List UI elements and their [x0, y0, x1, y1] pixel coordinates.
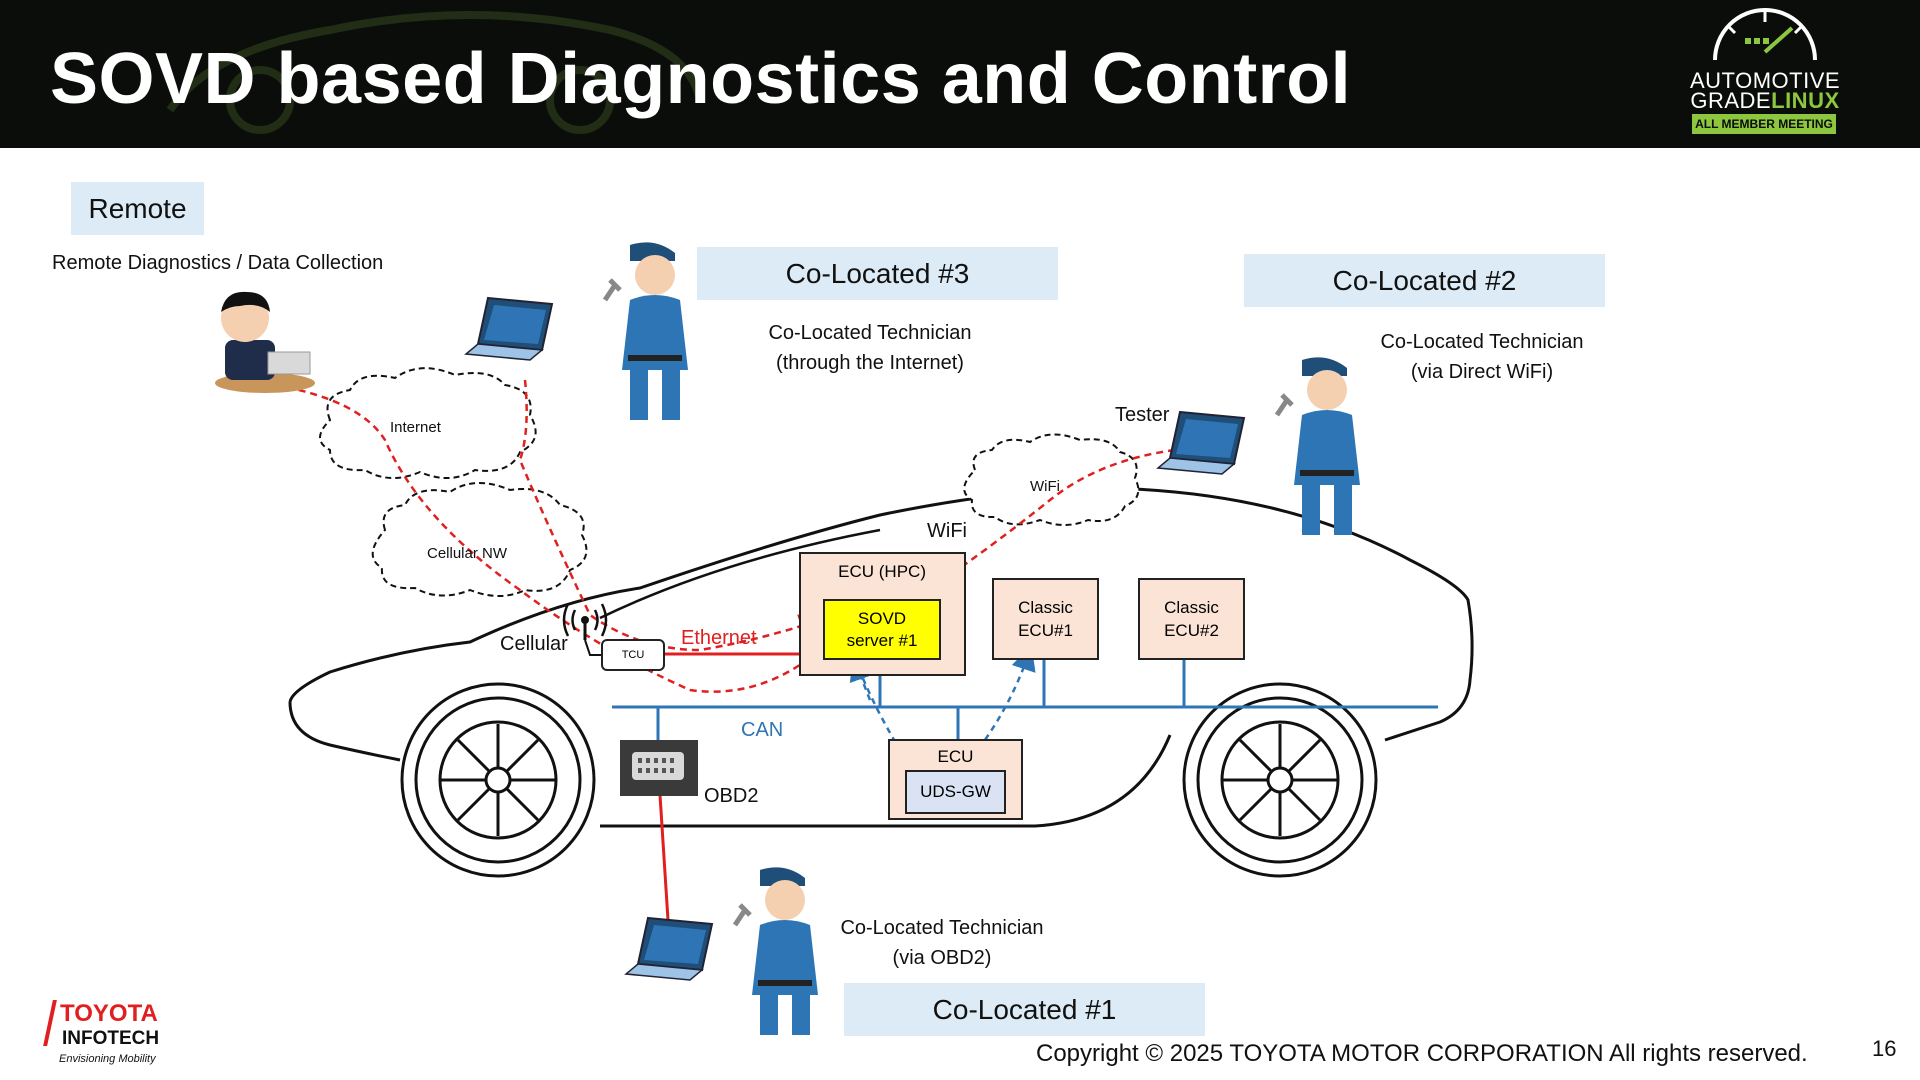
agl-logo: AUTOMOTIVE GRADELINUX ALL MEMBER MEETING — [1690, 8, 1840, 138]
wifi-cloud-label: WiFi — [1030, 478, 1060, 495]
wifi-label: WiFi — [927, 520, 967, 542]
tcu-box: TCU — [601, 639, 665, 671]
cellular-cloud-shape — [371, 481, 588, 597]
can-label: CAN — [741, 719, 784, 741]
technician-icon-colocated3 — [602, 242, 688, 420]
obd2-label: OBD2 — [704, 785, 759, 807]
tester-label: Tester — [1115, 404, 1170, 426]
colocated1-description: Co-Located Technician(via OBD2) — [840, 917, 1044, 969]
colocated3-description: Co-Located Technician(through the Intern… — [768, 322, 972, 374]
remote-label-box: Remote — [71, 182, 204, 235]
page-title: SOVD based Diagnostics and Control — [50, 39, 1352, 119]
colocated2-description: Co-Located Technician(via Direct WiFi) — [1380, 331, 1584, 383]
cellular-antenna-icon — [562, 603, 608, 656]
agl-logo-line2: GRADELINUX — [1690, 88, 1840, 113]
colocated1-label-box: Co-Located #1 — [844, 983, 1205, 1036]
agl-logo-badge: ALL MEMBER MEETING — [1692, 114, 1836, 134]
cellular-label: Cellular — [500, 633, 568, 655]
uds-gw-box: UDS-GW — [905, 770, 1006, 814]
front-wheel-icon — [400, 682, 596, 878]
header-bar: SOVD based Diagnostics and Control AUTOM… — [0, 0, 1920, 148]
obd2-connector-image — [620, 740, 698, 796]
remote-operator-icon — [215, 291, 315, 393]
car-window-line — [599, 528, 881, 620]
gauge-icon — [1713, 8, 1817, 61]
colocated3-label-box: Co-Located #3 — [697, 247, 1058, 300]
car-silhouette-decoration — [166, 11, 704, 134]
agl-logo-line1: AUTOMOTIVE — [1690, 68, 1841, 93]
uds-path-dashed-2 — [849, 655, 874, 701]
technician-icon-colocated1 — [732, 867, 818, 1035]
internet-cloud-shape — [319, 367, 537, 479]
remote-subtitle: Remote Diagnostics / Data Collection — [52, 252, 384, 274]
remote-path-dashed — [274, 383, 821, 693]
gateway-ecu-label: ECU — [937, 747, 974, 766]
rear-wheel-icon — [1182, 682, 1378, 878]
internet-label: Internet — [390, 419, 441, 436]
obd2-cable-line — [658, 794, 670, 921]
wifi-cloud-shape — [963, 433, 1140, 526]
laptop-icon-obd2 — [624, 916, 714, 981]
colocated2-label-box: Co-Located #2 — [1244, 254, 1605, 307]
ethernet-label: Ethernet — [681, 627, 757, 649]
copyright-text: Copyright © 2025 TOYOTA MOTOR CORPORATIO… — [1036, 1040, 1808, 1067]
car-body-outline — [288, 486, 1474, 828]
ecu-hpc-label: ECU (HPC) — [838, 562, 926, 581]
technician-icon-colocated2 — [1274, 357, 1360, 535]
laptop-icon-tester — [1156, 410, 1246, 475]
laptop-icon-colocated3 — [464, 296, 554, 361]
cellular-nw-label: Cellular NW — [427, 545, 508, 562]
page-number: 16 — [1872, 1036, 1897, 1061]
